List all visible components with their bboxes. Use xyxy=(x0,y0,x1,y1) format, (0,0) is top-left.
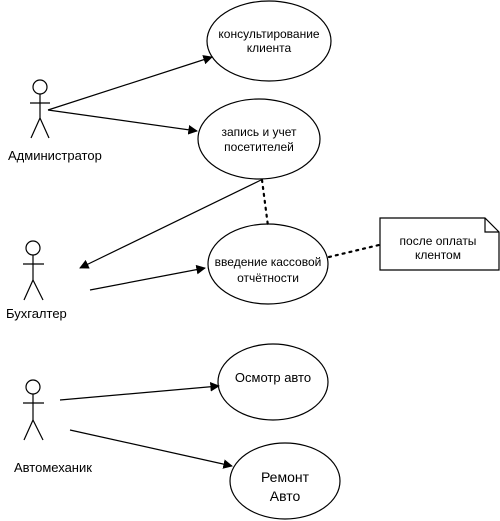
use-case-repair: Ремонт Авто xyxy=(229,442,341,520)
association-register-accountant xyxy=(79,179,262,269)
actor-administrator: Администратор xyxy=(8,79,102,163)
actor-label-accountant: Бухгалтер xyxy=(6,306,67,321)
use-case-consult: консультирование клиента xyxy=(206,0,332,82)
use-case-cash-report-line1: введение кассовой xyxy=(215,255,322,269)
actor-label-mechanic: Автомеханик xyxy=(14,460,92,475)
use-case-cash-report-line2: отчётности xyxy=(237,271,299,285)
use-case-inspection-label: Осмотр авто xyxy=(235,370,311,385)
use-case-repair-line1: Ремонт xyxy=(261,469,310,485)
actor-head-icon xyxy=(25,240,41,256)
actor-head-icon xyxy=(32,79,48,95)
use-case-cash-report: введение кассовой отчётности xyxy=(207,223,329,305)
actor-label-administrator: Администратор xyxy=(8,148,102,163)
association-accountant-cash xyxy=(89,264,206,291)
use-case-register-line2: посетителей xyxy=(224,140,294,154)
association-admin-consult xyxy=(47,55,213,111)
note: после оплаты клентом xyxy=(379,217,500,271)
actor-head-icon xyxy=(25,379,41,395)
use-case-register: запись и учет посетителей xyxy=(197,98,321,180)
use-case-inspection: Осмотр авто xyxy=(217,343,329,421)
note-line2: клентом xyxy=(415,248,461,262)
use-case-consult-line2: клиента xyxy=(247,41,292,55)
association-mechanic-inspection xyxy=(59,381,220,401)
note-line1: после оплаты xyxy=(400,234,477,248)
use-case-register-line1: запись и учет xyxy=(221,125,297,139)
association-mechanic-repair xyxy=(69,429,233,469)
use-case-repair-line2: Авто xyxy=(270,488,301,504)
dotted-link-register-cash xyxy=(260,178,270,228)
actor-mechanic: Автомеханик xyxy=(14,379,92,475)
actor-accountant: Бухгалтер xyxy=(6,240,67,321)
dotted-link-cash-note xyxy=(327,243,381,259)
use-case-consult-line1: консультирование xyxy=(218,27,320,41)
association-admin-register xyxy=(47,109,198,135)
